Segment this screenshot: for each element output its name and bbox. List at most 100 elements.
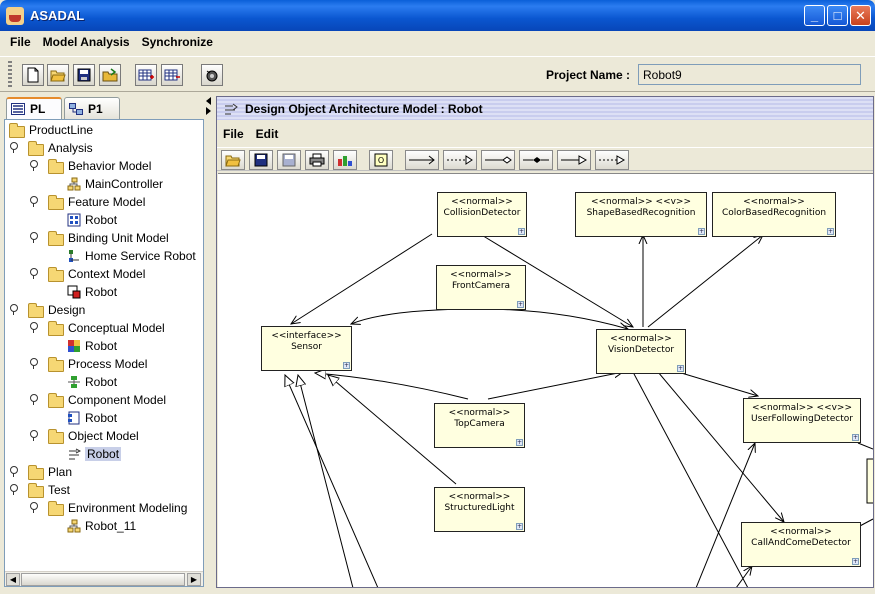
- collapse-left-icon[interactable]: [206, 97, 211, 105]
- node-expand-icon[interactable]: +: [852, 558, 859, 565]
- tree-item[interactable]: Test: [9, 481, 70, 499]
- frame-save-button[interactable]: [249, 150, 273, 170]
- node-expand-icon[interactable]: +: [827, 228, 834, 235]
- tree-item[interactable]: Component Model: [29, 391, 166, 409]
- scroll-thumb[interactable]: [21, 573, 185, 586]
- tree-item[interactable]: Plan: [9, 463, 72, 481]
- save-button[interactable]: [73, 64, 95, 86]
- edge-userfollow-right[interactable]: [857, 442, 873, 450]
- tree-item[interactable]: ProductLine: [9, 121, 93, 139]
- export-button[interactable]: [99, 64, 121, 86]
- add-grid-button[interactable]: [135, 64, 157, 86]
- tree-expander-icon[interactable]: [29, 429, 38, 441]
- tab-p1[interactable]: P1: [64, 97, 120, 119]
- tree-expander-icon[interactable]: [29, 321, 38, 333]
- tree-item[interactable]: Behavior Model: [29, 157, 151, 175]
- tree-expander-icon[interactable]: [29, 357, 38, 369]
- maximize-button[interactable]: □: [827, 5, 848, 26]
- tree-expander-icon[interactable]: [29, 231, 38, 243]
- tree-item[interactable]: MainController: [49, 175, 163, 193]
- tree-expander-icon[interactable]: [29, 195, 38, 207]
- node-top-camera[interactable]: <<normal>> TopCamera +: [434, 403, 525, 448]
- menu-synchronize[interactable]: Synchronize: [141, 35, 213, 49]
- tree-item[interactable]: Analysis: [9, 139, 93, 157]
- edge-collision-sensor[interactable]: [291, 233, 433, 324]
- remove-grid-button[interactable]: [161, 64, 183, 86]
- tree-item[interactable]: Binding Unit Model: [29, 229, 169, 247]
- frame-object-button[interactable]: O: [369, 150, 393, 170]
- frame-titlebar[interactable]: Design Object Architecture Model : Robot: [217, 97, 873, 120]
- expand-right-icon[interactable]: [206, 107, 211, 115]
- menu-file[interactable]: File: [10, 35, 31, 49]
- node-sensor[interactable]: <<interface>> Sensor +: [261, 326, 352, 371]
- tree-expander-icon[interactable]: [29, 501, 38, 513]
- node-expand-icon[interactable]: +: [698, 228, 705, 235]
- frame-arrow-solid-button[interactable]: [405, 150, 439, 170]
- scroll-left-button[interactable]: ◀: [6, 573, 20, 586]
- new-file-button[interactable]: [22, 64, 44, 86]
- tree-expander-icon[interactable]: [29, 393, 38, 405]
- tree-item[interactable]: Robot_11: [49, 517, 136, 535]
- node-front-camera[interactable]: <<normal>> FrontCamera +: [436, 265, 526, 310]
- tab-pl[interactable]: PL: [6, 97, 62, 119]
- frame-arrow-diamond-button[interactable]: [481, 150, 515, 170]
- diagram-canvas[interactable]: <<normal>> CollisionDetector + <<normal>…: [218, 173, 873, 587]
- edge-lower-callcome[interactable]: [736, 566, 752, 587]
- node-collision-detector[interactable]: <<normal>> CollisionDetector +: [437, 192, 527, 237]
- tree-expander-icon[interactable]: [29, 159, 38, 171]
- edge-structured-sensor[interactable]: [328, 375, 457, 485]
- edge-collision-vision[interactable]: [479, 233, 633, 327]
- open-folder-button[interactable]: [47, 64, 69, 86]
- edge-vision-userfollow[interactable]: [677, 371, 758, 396]
- project-name-field[interactable]: [638, 64, 861, 85]
- frame-menu-file[interactable]: File: [223, 127, 244, 141]
- frame-menu-edit[interactable]: Edit: [255, 127, 279, 141]
- tree-item[interactable]: Home Service Robot: [49, 247, 196, 265]
- edge-vision-callcome[interactable]: [657, 371, 784, 522]
- node-structured-light[interactable]: <<normal>> StructuredLight +: [434, 487, 525, 532]
- frame-arrow-dashed-button[interactable]: [443, 150, 477, 170]
- tree-expander-icon[interactable]: [9, 483, 18, 495]
- frame-save-as-button[interactable]: [277, 150, 301, 170]
- tree-item[interactable]: Conceptual Model: [29, 319, 165, 337]
- tree-item[interactable]: Context Model: [29, 265, 145, 283]
- frame-arrow-filled-diamond-button[interactable]: [519, 150, 553, 170]
- panel-splitter[interactable]: [205, 95, 215, 587]
- scroll-right-button[interactable]: ▶: [187, 573, 201, 586]
- edge-vision-color[interactable]: [647, 235, 763, 328]
- tree-item[interactable]: Process Model: [29, 355, 147, 373]
- tree-expander-icon[interactable]: [9, 141, 18, 153]
- frame-print-button[interactable]: [305, 150, 329, 170]
- tree-expander-icon[interactable]: [9, 303, 18, 315]
- tree-item[interactable]: Robot: [49, 283, 117, 301]
- frame-open-button[interactable]: [221, 150, 245, 170]
- tree-item[interactable]: Object Model: [29, 427, 139, 445]
- node-vision-detector[interactable]: <<normal>> VisionDetector +: [596, 329, 686, 374]
- tree-item[interactable]: Robot: [49, 445, 122, 463]
- edge-top-sensor[interactable]: [315, 373, 469, 400]
- edge-lower-sensor-a[interactable]: [285, 375, 379, 587]
- edge-top-vision[interactable]: [487, 372, 623, 400]
- camera-button[interactable]: [201, 64, 223, 86]
- tree-expander-icon[interactable]: [9, 465, 18, 477]
- node-expand-icon[interactable]: +: [343, 362, 350, 369]
- node-shape-based-recognition[interactable]: <<normal>> <<v>> ShapeBasedRecognition +: [575, 192, 707, 237]
- menu-model-analysis[interactable]: Model Analysis: [42, 35, 130, 49]
- close-button[interactable]: ✕: [850, 5, 871, 26]
- edge-front-vision[interactable]: [479, 308, 628, 329]
- edge-lower-userfollow[interactable]: [695, 443, 755, 587]
- node-call-and-come-detector[interactable]: <<normal>> CallAndComeDetector +: [741, 522, 861, 567]
- node-color-based-recognition[interactable]: <<normal>> ColorBasedRecognition +: [712, 192, 836, 237]
- tree-item[interactable]: Robot: [49, 211, 117, 229]
- offscreen-node[interactable]: [866, 458, 873, 504]
- frame-arrow-generalization-button[interactable]: [557, 150, 591, 170]
- tree-item[interactable]: Robot: [49, 409, 117, 427]
- toolbar-grip[interactable]: [8, 61, 12, 89]
- node-expand-icon[interactable]: +: [516, 523, 523, 530]
- edge-vision-down[interactable]: [632, 371, 749, 587]
- frame-chart-button[interactable]: [333, 150, 357, 170]
- tree-item[interactable]: Design: [9, 301, 85, 319]
- tree-item[interactable]: Feature Model: [29, 193, 145, 211]
- tree-item[interactable]: Robot: [49, 337, 117, 355]
